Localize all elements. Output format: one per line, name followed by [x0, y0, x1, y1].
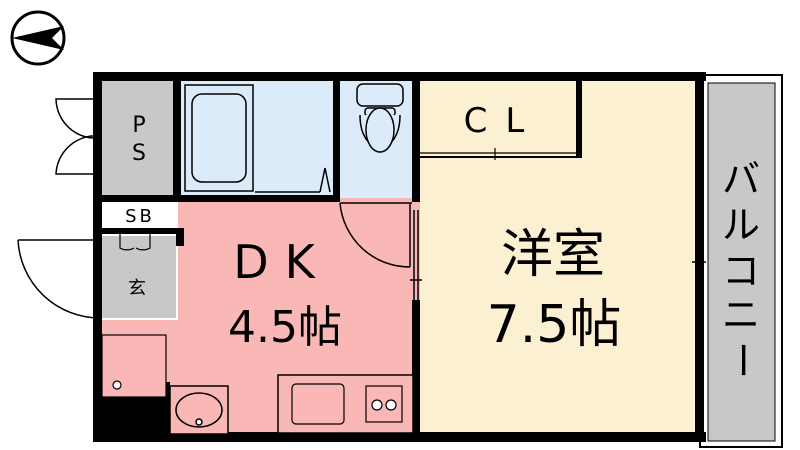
dk-name: DK: [233, 235, 331, 289]
ps-door: [55, 98, 101, 175]
toilet-icon: [356, 83, 404, 153]
balcony-char: ル: [722, 203, 760, 247]
balcony-char: ニ: [722, 293, 760, 337]
refrigerator: [101, 334, 167, 398]
toilet-door: [339, 202, 412, 268]
bathtub: [184, 84, 254, 192]
sb-area: [100, 200, 176, 232]
balcony-window: [692, 165, 706, 365]
walls: [93, 72, 706, 442]
kitchen-counter: [277, 374, 414, 434]
north-arrow-icon: [10, 10, 66, 66]
closet-wall: [576, 78, 582, 158]
balcony-char: コ: [722, 249, 760, 293]
ps-label-bottom: S: [132, 141, 146, 166]
stove-icon: [365, 385, 403, 423]
shoe-box-door: [119, 234, 151, 251]
western-room-name: 洋室: [501, 225, 605, 285]
ps-area: [100, 78, 176, 196]
sliding-door-dk-western: [410, 210, 422, 300]
ps-label-top: P: [132, 113, 145, 138]
western-room-size: 7.5帖: [487, 295, 622, 355]
washbasin-icon: [169, 385, 229, 435]
sb-label: SB: [125, 206, 155, 227]
balcony-label: バ ル コ ニ ー: [720, 157, 764, 379]
closet-label: CL: [464, 101, 543, 141]
balcony-char: ー: [720, 341, 764, 379]
genkan-label: 玄: [128, 278, 146, 299]
entry-door: [17, 239, 101, 319]
balcony: [699, 74, 783, 448]
closet-sliding-door: [420, 148, 576, 160]
closet-floor: [420, 78, 580, 156]
genkan-floor: [100, 236, 176, 318]
dk-size: 4.5帖: [228, 302, 342, 353]
balcony-char: バ: [722, 157, 760, 201]
bath-door: [255, 167, 331, 193]
